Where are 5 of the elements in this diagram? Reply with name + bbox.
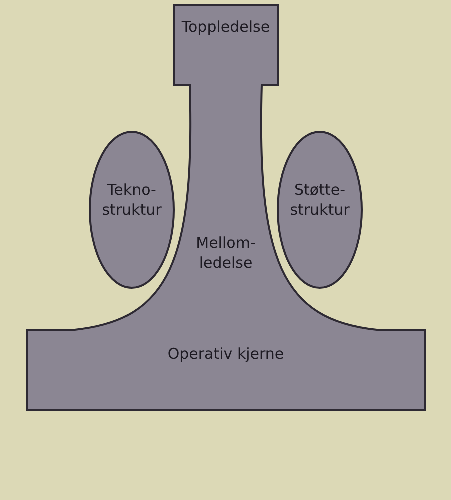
node-label: Tekno- struktur — [101, 180, 163, 220]
node-label: Støtte- struktur — [289, 180, 351, 220]
node-label: Toppledelse — [180, 17, 272, 37]
node-label: Operativ kjerne — [166, 344, 286, 364]
node-label: Mellom- ledelse — [195, 233, 257, 273]
